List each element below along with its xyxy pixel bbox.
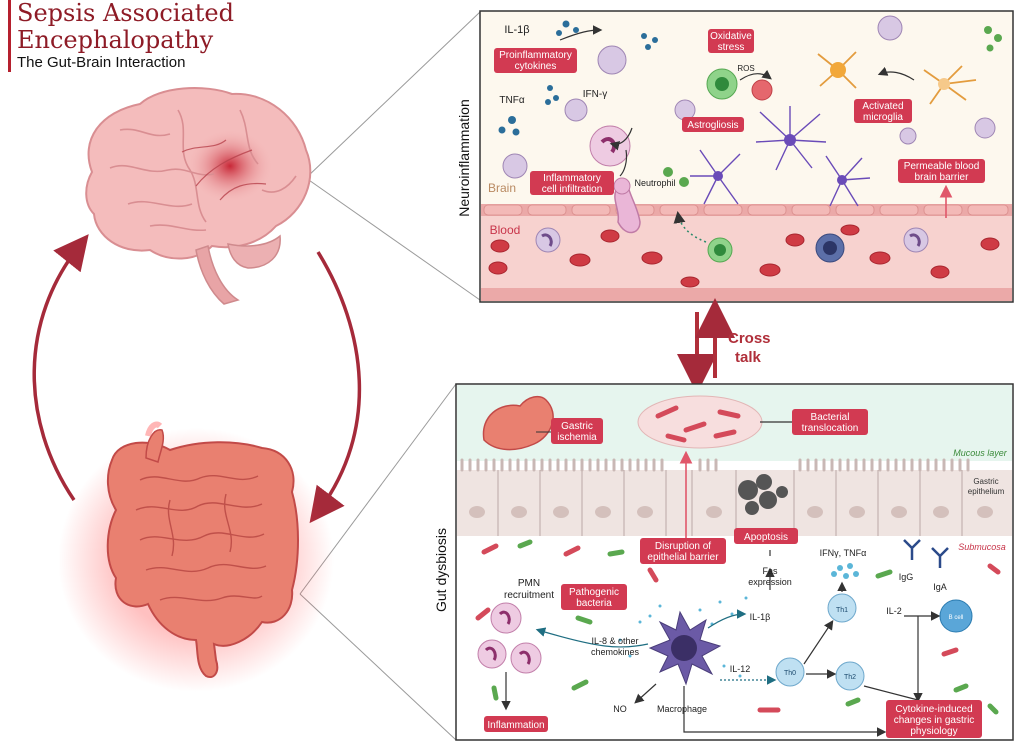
pathogenic-label: Pathogenic bacteria xyxy=(561,584,627,610)
astrogliosis-label: Astrogliosis xyxy=(682,117,744,132)
apoptosis-text: Apoptosis xyxy=(744,532,788,543)
oxidative-label: Oxidative stress xyxy=(708,29,754,53)
il12-label: IL-12 xyxy=(730,664,751,674)
crosstalk-line1: Cross xyxy=(728,330,771,347)
cytokine-changes-line2: changes in gastric xyxy=(894,715,975,726)
crosstalk-arrows: Cross talk xyxy=(677,298,771,394)
pmn-line1: PMN xyxy=(518,578,540,589)
neuroinflammation-label: Neuroinflammation xyxy=(456,99,472,217)
oxidative-line2: stress xyxy=(718,42,745,53)
neutrophil-label: Neutrophil xyxy=(634,178,675,188)
macrophage-label: Macrophage xyxy=(657,704,707,714)
infiltration-label: Inflammatory cell infiltration xyxy=(530,171,614,195)
title-line2: Encephalopathy xyxy=(17,26,214,54)
pmn-line2: recruitment xyxy=(504,590,554,601)
gut-illustration xyxy=(58,421,334,692)
th2-label: Th2 xyxy=(844,674,856,681)
ros-label: ROS xyxy=(737,64,754,73)
activated-line1: Activated xyxy=(862,101,903,112)
tnfa-top: TNFα xyxy=(499,95,524,106)
oxidative-line1: Oxidative xyxy=(710,31,752,42)
igg-label: IgG xyxy=(899,572,914,582)
disruption-line1: Disruption of xyxy=(655,541,711,552)
gastric-ischemia-line2: ischemia xyxy=(557,432,597,443)
infiltration-line1: Inflammatory xyxy=(543,173,601,184)
permeable-line1: Permeable blood xyxy=(904,161,980,172)
pathogenic-line2: bacteria xyxy=(576,598,612,609)
proinflammatory-line2: cytokines xyxy=(515,61,557,72)
cytokine-changes-line3: physiology xyxy=(910,726,957,737)
bottom-panel-labels: Gastric ischemia Bacterial translocation… xyxy=(484,409,1008,738)
cytokine-changes-label: Cytokine-induced changes in gastric phys… xyxy=(886,700,982,738)
gut-dysbiosis-panel: Gastric ischemia Bacterial translocation… xyxy=(455,383,1014,741)
brain-illustration xyxy=(85,87,312,305)
subtitle: The Gut-Brain Interaction xyxy=(17,54,186,71)
ifng-top: IFN-γ xyxy=(583,89,607,100)
infiltration-line2: cell infiltration xyxy=(542,184,603,195)
disruption-label: Disruption of epithelial barrier xyxy=(640,538,726,564)
submucosa-label: Submucosa xyxy=(958,542,1006,552)
crosstalk-line2: talk xyxy=(735,349,762,366)
il8-line1: IL-8 & other xyxy=(591,636,638,646)
gastric-ischemia-line1: Gastric xyxy=(561,421,593,432)
bacterial-translocation-line1: Bacterial xyxy=(811,412,850,423)
title-line1: Sepsis Associated xyxy=(17,0,234,27)
cytokine-changes-line1: Cytokine-induced xyxy=(895,704,972,715)
blood-label: Blood xyxy=(490,223,521,237)
inflammation-label: Inflammation xyxy=(484,716,548,732)
disruption-line2: epithelial barrier xyxy=(647,552,719,563)
gastric-ischemia-label: Gastric ischemia xyxy=(551,418,603,444)
permeable-label: Permeable blood brain barrier xyxy=(898,159,985,183)
top-panel-labels: Proinflammatory cytokines Oxidative stre… xyxy=(488,24,985,237)
activated-line2: microglia xyxy=(863,112,903,123)
brain-label: Brain xyxy=(488,181,516,195)
epithelium-line1: Gastric xyxy=(973,477,998,486)
title-block: Sepsis Associated Encephalopathy The Gut… xyxy=(8,0,234,72)
inflammation-text: Inflammation xyxy=(487,720,544,731)
proinflammatory-line1: Proinflammatory xyxy=(499,50,572,61)
il1b-bottom: IL-1β xyxy=(750,612,771,622)
bacterial-translocation-label: Bacterial translocation xyxy=(792,409,868,435)
il1b-top: IL-1β xyxy=(504,24,529,36)
activated-label: Activated microglia xyxy=(854,99,912,123)
th1-label: Th1 xyxy=(836,607,848,614)
iga-label: IgA xyxy=(933,582,947,592)
fas-line1: Fas xyxy=(762,566,778,576)
cycle-arrow-down xyxy=(309,251,362,524)
il2-label: IL-2 xyxy=(886,606,902,616)
cycle-arrow-up xyxy=(32,234,89,501)
ifng-tnfa-label: IFNγ, TNFα xyxy=(820,548,867,558)
il8-line2: chemokines xyxy=(591,647,640,657)
gut-dysbiosis-label: Gut dysbiosis xyxy=(433,528,449,612)
neuroinflammation-panel: Proinflammatory cytokines Oxidative stre… xyxy=(479,10,1014,303)
bcell-label: B cell xyxy=(949,615,964,621)
connector-lines xyxy=(299,11,481,741)
epithelium-line2: epithelium xyxy=(968,487,1005,496)
proinflammatory-label: Proinflammatory cytokines xyxy=(494,48,577,73)
fas-line2: expression xyxy=(748,577,792,587)
pathogenic-line1: Pathogenic xyxy=(569,587,619,598)
astrogliosis-text: Astrogliosis xyxy=(687,120,738,131)
bacterial-translocation-line2: translocation xyxy=(802,423,859,434)
th0-label: Th0 xyxy=(784,670,796,677)
mucous-label: Mucous layer xyxy=(953,448,1008,458)
apoptosis-label: Apoptosis xyxy=(734,528,798,544)
no-label: NO xyxy=(613,704,627,714)
permeable-line2: brain barrier xyxy=(915,172,970,183)
